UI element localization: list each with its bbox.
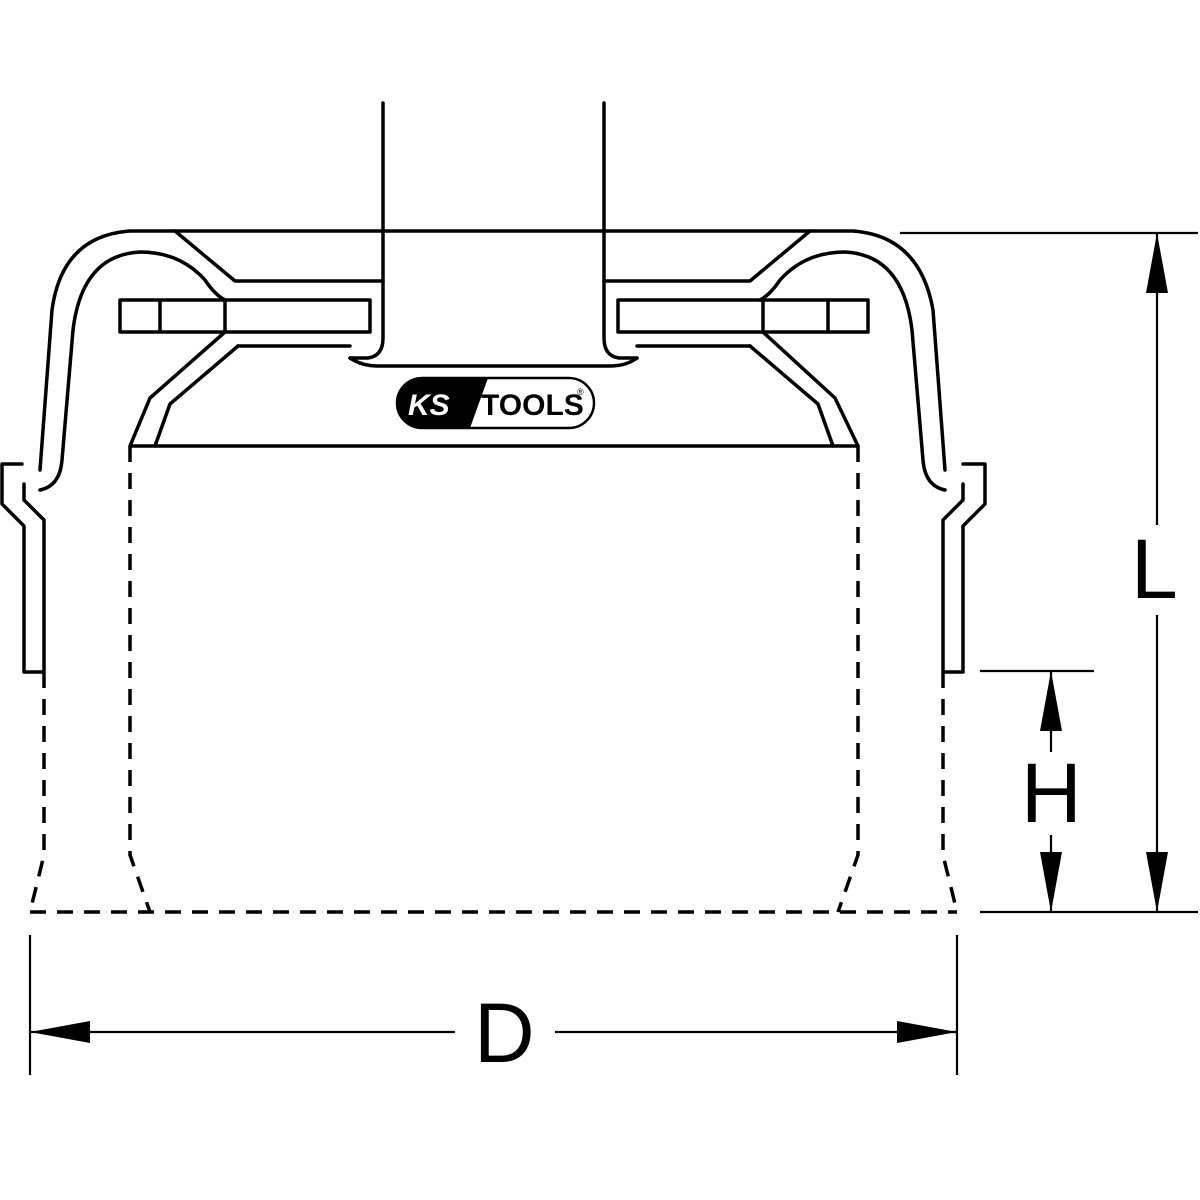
logo-tools-text: TOOLS bbox=[481, 389, 584, 422]
dimension-h-label: H bbox=[1021, 746, 1082, 840]
logo-ks-text: KS bbox=[408, 389, 450, 422]
dimension-h: H bbox=[980, 669, 1094, 912]
ks-tools-logo: KS TOOLS ® bbox=[395, 376, 596, 430]
cup-top-cover bbox=[38, 229, 947, 492]
right-clip bbox=[941, 462, 987, 674]
dimension-l: L bbox=[900, 231, 1198, 914]
drive-shaft bbox=[348, 101, 639, 368]
dimension-d: D bbox=[28, 935, 959, 1080]
left-flange bbox=[118, 298, 372, 334]
hidden-cup-body bbox=[28, 446, 959, 914]
left-clip bbox=[0, 462, 46, 674]
dimension-l-label: L bbox=[1131, 522, 1178, 616]
logo-registered-mark: ® bbox=[577, 387, 584, 397]
cup-cone bbox=[128, 330, 860, 448]
right-flange bbox=[616, 298, 870, 334]
dimension-d-label: D bbox=[474, 986, 535, 1080]
